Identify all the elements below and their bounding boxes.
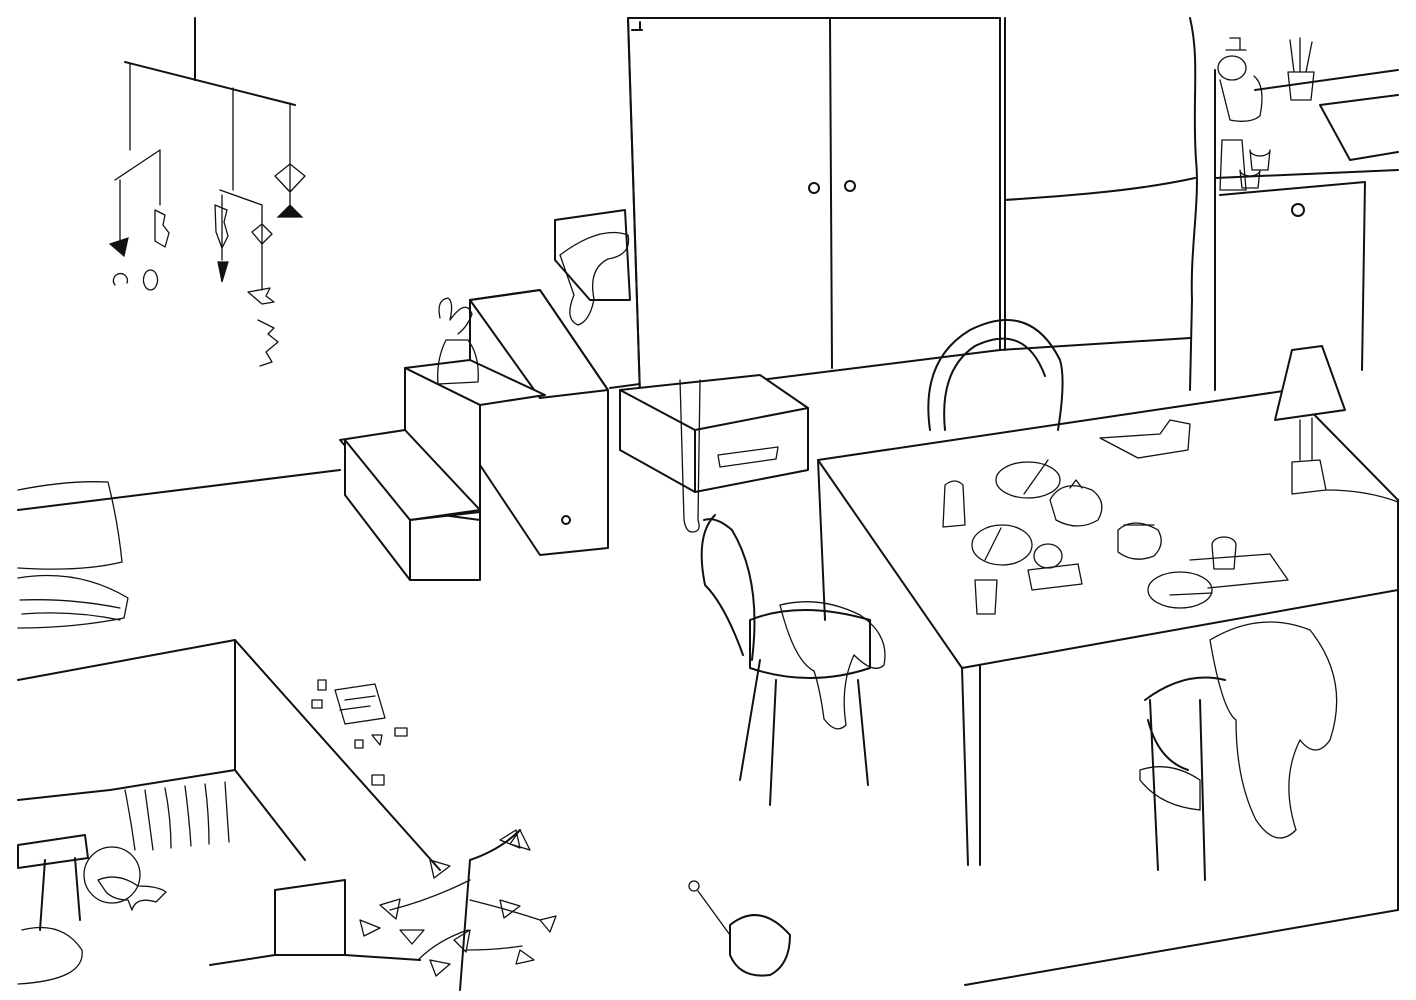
lower-platform: [17, 639, 441, 966]
floor-edge: [964, 909, 1399, 986]
tabletop-items: [942, 419, 1289, 615]
small-stool: [17, 834, 89, 931]
kitchen-unit: [999, 17, 1399, 391]
toy-dog: [97, 876, 167, 911]
floor-cushion: [17, 926, 83, 985]
bed: [17, 481, 129, 629]
dining-table: [817, 389, 1399, 911]
counter-items: [1217, 37, 1315, 191]
chair-middle: [700, 514, 886, 806]
staircase: [339, 209, 631, 581]
hanging-mobile: [108, 61, 306, 367]
chair-back: [927, 319, 1064, 431]
toy-ball: [83, 846, 141, 904]
chair-front: [1139, 621, 1338, 881]
suitcase: [619, 374, 809, 533]
houseplant: [359, 829, 557, 991]
toy-blocks: [311, 679, 408, 786]
sock: [559, 231, 630, 326]
stuffed-bunny: [437, 297, 479, 385]
table-lamp: [1274, 345, 1399, 503]
watering-can: [688, 880, 791, 977]
wardrobe: [627, 17, 1001, 396]
